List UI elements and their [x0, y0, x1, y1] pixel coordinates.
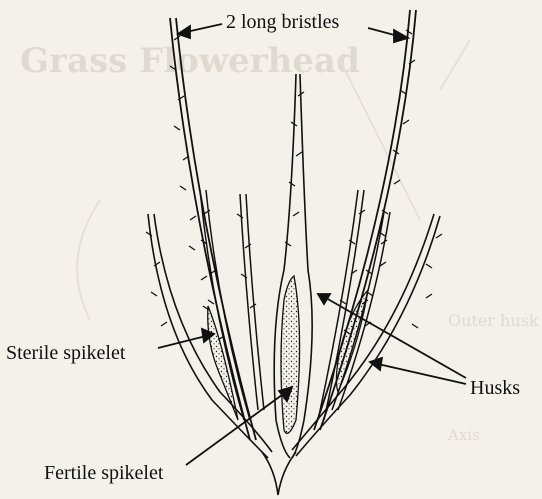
label-two-long-bristles: 2 long bristles: [226, 12, 339, 32]
short-bristle-2: [240, 194, 264, 410]
husk-base: [262, 452, 296, 495]
label-husks: Husks: [470, 378, 520, 398]
label-fertile-spikelet: Fertile spikelet: [44, 463, 163, 483]
arrow-husks-lower: [378, 364, 466, 384]
arrow-sterile: [158, 336, 206, 348]
arrow-fertile: [186, 392, 286, 465]
spikelets: [208, 276, 368, 433]
sterile-spikelet-shape: [208, 306, 238, 420]
husk-outer-right: [292, 214, 440, 456]
ghost-word-axis: Axis: [447, 426, 480, 444]
ghost-word-outer-husk: Outer husk: [448, 311, 539, 330]
arrow-bristles-left: [186, 24, 222, 32]
bristle-left: [170, 18, 256, 440]
fertile-spikelet-shape: [281, 276, 300, 433]
ghost-title: Grass Flowerhead: [20, 41, 360, 81]
label-sterile-spikelet: Sterile spikelet: [6, 343, 125, 363]
